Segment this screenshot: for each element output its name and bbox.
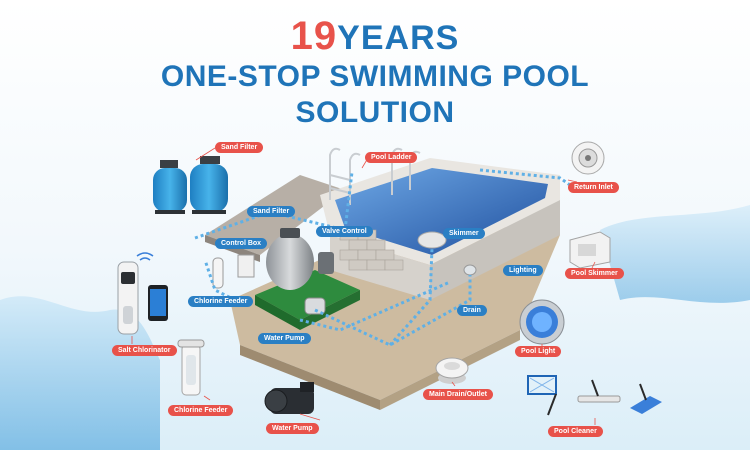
pool-skimmer-product-image [569,231,611,269]
label-pool-skimmer: Pool Skimmer [565,268,624,279]
headline-line2: ONE-STOP SWIMMING POOL [160,60,590,93]
label-sand-filter-product: Sand Filter [215,142,264,153]
sand-filter-tank-graphic [266,234,314,290]
label-return-inlet: Return Inlet [568,182,619,193]
label-pool-cleaner: Pool Cleaner [548,426,603,437]
pool-light-product-image [519,299,565,345]
control-box-graphic [237,254,255,278]
label-chlorine-feeder-pool: Chlorine Feeder [188,296,254,307]
label-valve-control: Valve Control [316,226,373,237]
wifi-icon [136,252,154,261]
leader-lines [131,147,596,425]
label-pool-light: Pool Light [515,346,562,357]
return-inlet-product-image [571,141,605,175]
chlorine-feeder-product-image [177,339,205,396]
pool-water [335,168,548,255]
skimmer-graphic [417,231,447,249]
main-drain-product-image [435,357,469,384]
label-main-drain-outlet: Main Drain/Outlet [423,389,493,400]
phone-app-image [148,285,168,321]
right-water-splash [600,205,750,303]
headline-years: 19YEARS [0,14,750,59]
label-sand-filter: Sand Filter [247,206,296,217]
label-water-pump-pool: Water Pump [258,333,311,344]
headline-line3: SOLUTION [295,96,455,129]
label-drain: Drain [457,305,487,316]
valve-control-graphic [318,252,334,274]
sand-filter-product-image [153,156,228,214]
label-pool-ladder: Pool Ladder [365,152,418,163]
water-pump-graphic [304,297,326,315]
salt-chlorinator-product-image [117,261,139,335]
label-salt-chlorinator: Salt Chlorinator [112,345,177,356]
left-water-splash [0,296,160,450]
water-pump-product-image [264,382,314,414]
label-water-pump-product: Water Pump [266,423,319,434]
label-lighting: Lighting [503,265,543,276]
pool-lighting-graphic [463,264,477,276]
label-control-box: Control Box [215,238,268,249]
years-word: YEARS [337,19,460,57]
equipment-pad [255,270,360,320]
pool-cleaner-product-image [527,375,662,416]
label-chlorine-feeder-product: Chlorine Feeder [168,405,234,416]
chlorine-feeder-graphic [212,257,224,289]
years-number: 19 [290,14,338,58]
label-skimmer: Skimmer [443,228,485,239]
